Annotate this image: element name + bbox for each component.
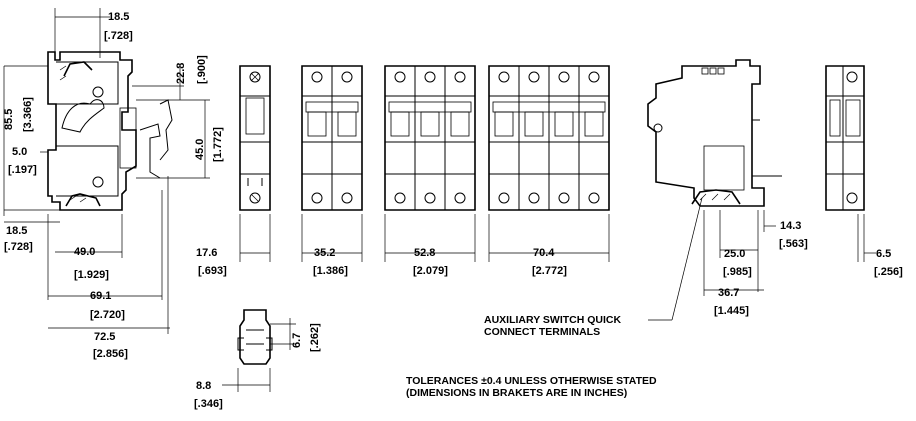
- dim-aux-c-in: [1.445]: [714, 305, 749, 317]
- dim-w4-in: [2.772]: [532, 265, 567, 277]
- dim-term-h-mm: 6.7: [291, 333, 303, 348]
- terminal-detail: [237, 309, 273, 365]
- dim-height-mm: 85.5: [3, 109, 15, 130]
- dim-term-w-mm: 8.8: [196, 380, 211, 392]
- tolerance-note-line1: TOLERANCES ±0.4 UNLESS OTHERWISE STATED: [406, 375, 657, 387]
- dim-aux-b-in: [.985]: [723, 266, 752, 278]
- front-view-dimensions: [239, 214, 610, 262]
- auxiliary-switch-dimensions: [648, 197, 776, 321]
- front-view-3-pole: [384, 65, 476, 211]
- dim-w1-in: [.693]: [198, 265, 227, 277]
- dim-offset-top-in: [.900]: [196, 55, 208, 84]
- dim-offset-top-mm: 22.8: [175, 63, 187, 84]
- dim-aux-b-mm: 25.0: [724, 248, 745, 260]
- dim-term-h-in: [.262]: [309, 323, 321, 352]
- front-view-2-pole: [301, 65, 363, 211]
- side-view: [47, 51, 173, 211]
- dim-side-w-mm: 6.5: [876, 248, 891, 260]
- narrow-side-view: [825, 65, 865, 211]
- aux-switch-note-line1: AUXILIARY SWITCH QUICK: [484, 314, 622, 326]
- terminal-dimensions: [222, 318, 296, 392]
- dim-bottom-offset-mm: 18.5: [6, 225, 27, 237]
- side-view-dimensions: [3, 8, 210, 334]
- dim-top-width-mm: 18.5: [108, 11, 129, 23]
- dim-clip-in: [.197]: [8, 164, 37, 176]
- dim-w4-mm: 70.4: [533, 247, 555, 259]
- dim-bottom-offset-in: [.728]: [4, 241, 33, 253]
- dim-w3-mm: 52.8: [414, 247, 435, 259]
- dim-w1-mm: 17.6: [196, 247, 217, 259]
- dim-aux-a-mm: 14.3: [780, 220, 801, 232]
- dim-aux-c-mm: 36.7: [718, 287, 739, 299]
- dim-w2-mm: 35.2: [314, 247, 335, 259]
- dim-depth2-mm: 69.1: [90, 290, 111, 302]
- dim-w3-in: [2.079]: [413, 265, 448, 277]
- tolerance-note-line2: (DIMENSIONS IN BRAKETS ARE IN INCHES): [406, 387, 627, 399]
- dim-top-width-in: [.728]: [104, 30, 133, 42]
- dim-rail-mm: 45.0: [194, 139, 206, 160]
- dim-depth2-in: [2.720]: [90, 309, 125, 321]
- front-views: [239, 65, 610, 211]
- dim-rail-in: [1.772]: [212, 127, 224, 162]
- dim-depth1-mm: 49.0: [74, 246, 95, 258]
- dim-depth1-in: [1.929]: [74, 269, 109, 281]
- dim-height-in: [3.366]: [22, 97, 34, 132]
- dim-depth3-mm: 72.5: [94, 331, 115, 343]
- front-view-1-pole: [239, 65, 271, 211]
- dim-aux-a-in: [.563]: [779, 238, 808, 250]
- dim-clip-mm: 5.0: [12, 146, 27, 158]
- dim-side-w-in: [.256]: [874, 266, 903, 278]
- front-view-4-pole: [488, 65, 610, 211]
- dim-term-w-in: [.346]: [194, 398, 223, 410]
- dim-w2-in: [1.386]: [313, 265, 348, 277]
- narrow-side-dimensions: [857, 214, 876, 262]
- auxiliary-switch-view: [647, 59, 782, 207]
- aux-switch-note-line2: CONNECT TERMINALS: [484, 326, 600, 338]
- dim-depth3-in: [2.856]: [93, 348, 128, 360]
